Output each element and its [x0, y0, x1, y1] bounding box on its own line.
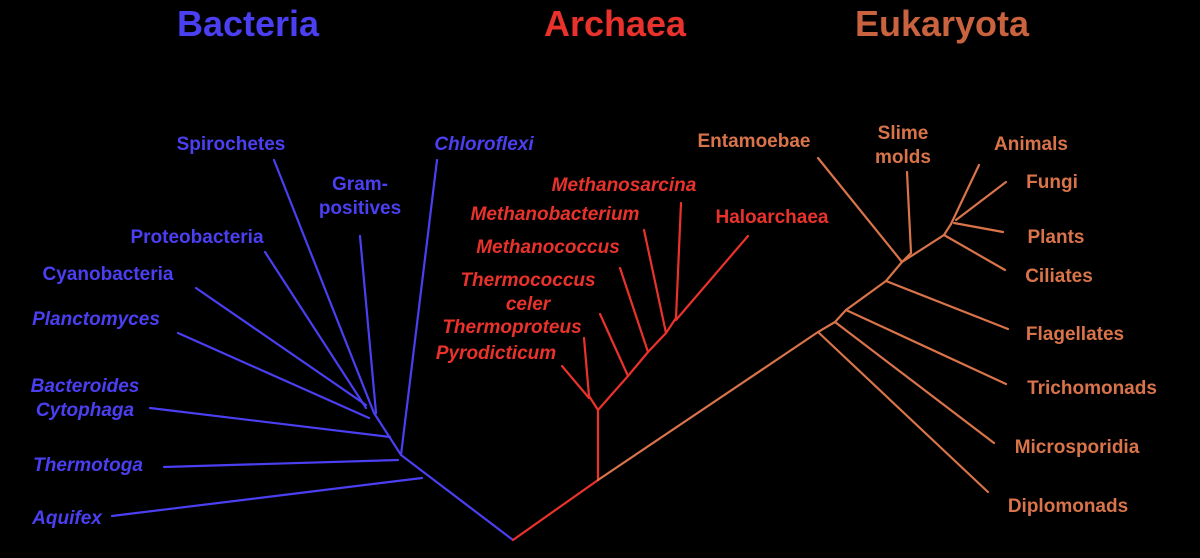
taxon-label-methanobacterium: Methanobacterium: [471, 204, 640, 225]
taxon-label-line: celer: [506, 294, 552, 315]
branch-methanosarcina: [674, 201, 683, 320]
taxon-label-line: Bacteroides: [31, 376, 140, 397]
branch-ciliates: [942, 233, 1007, 272]
branch-haloarchaea: [674, 234, 750, 322]
taxon-label-line: Methanococcus: [476, 237, 620, 258]
taxon-label-line: Gram-: [332, 174, 388, 195]
branch-methanobacterium: [642, 228, 668, 335]
branch-spirochetes: [272, 158, 376, 415]
taxon-label-line: Methanobacterium: [471, 204, 640, 225]
taxon-label-line: Entamoebae: [698, 131, 811, 152]
taxon-label-slime-molds: Slime molds: [875, 123, 931, 168]
taxon-label-haloarchaea: Haloarchaea: [715, 207, 828, 228]
taxon-label-diplomonads: Diplomonads: [1008, 496, 1128, 517]
branch-proteobacteria: [263, 250, 368, 410]
taxon-label-line: molds: [875, 147, 931, 168]
taxon-label-methanosarcina: Methanosarcina: [552, 175, 697, 196]
taxon-label-gram-positives: Gram-positives: [319, 174, 401, 219]
taxon-label-pyrodicticum: Pyrodicticum: [436, 343, 556, 364]
archaea-stem-branch: [511, 408, 600, 542]
archaea-upper-backbone-branch: [596, 316, 678, 412]
taxon-label-line: Chloroflexi: [434, 134, 534, 155]
taxon-label-line: Diplomonads: [1008, 496, 1128, 517]
branch-planctomyces: [176, 331, 371, 420]
branch-entamoebae: [816, 156, 904, 264]
taxon-label-trichomonads: Trichomonads: [1027, 378, 1157, 399]
branch-cyanobacteria: [194, 286, 368, 407]
taxon-label-thermotoga: Thermotoga: [33, 455, 143, 476]
taxon-label-line: Pyrodicticum: [436, 343, 556, 364]
branch-trichomonads: [844, 308, 1008, 386]
bacteria-backbone-branch: [372, 411, 515, 542]
taxon-label-entamoebae: Entamoebae: [698, 131, 811, 152]
branch-thermococcus-celer: [598, 312, 630, 378]
taxon-label-fungi: Fungi: [1026, 172, 1078, 193]
taxon-label-aquifex: Aquifex: [31, 508, 103, 529]
taxon-label-planctomyces: Planctomyces: [32, 309, 160, 330]
taxon-label-microsporidia: Microsporidia: [1015, 437, 1140, 458]
branch-thermotoga: [162, 458, 400, 469]
taxon-label-line: Spirochetes: [177, 134, 286, 155]
branch-animals: [949, 163, 981, 226]
branch-diplomonads: [816, 330, 990, 494]
taxon-label-line: Microsporidia: [1015, 437, 1140, 458]
archaea-lower-node-branch: [587, 394, 600, 412]
taxon-label-line: Plants: [1027, 227, 1084, 248]
taxon-label-proteobacteria: Proteobacteria: [130, 227, 263, 248]
eukaryota-slime-node-branch: [900, 251, 913, 264]
eukaryota-backbone-branch: [596, 222, 953, 482]
taxon-label-line: Ciliates: [1025, 266, 1093, 287]
branch-methanococcus: [618, 266, 650, 354]
branch-flagellates: [884, 279, 1010, 331]
taxon-label-cyanobacteria: Cyanobacteria: [43, 264, 174, 285]
taxon-label-line: positives: [319, 198, 401, 219]
branch-chloroflexi: [399, 158, 439, 457]
taxon-label-line: Animals: [994, 134, 1068, 155]
taxon-label-flagellates: Flagellates: [1026, 324, 1124, 345]
taxon-label-line: Thermotoga: [33, 455, 143, 476]
taxon-label-ciliates: Ciliates: [1025, 266, 1093, 287]
taxon-label-thermoproteus: Thermoproteus: [442, 317, 581, 338]
taxon-label-plants: Plants: [1027, 227, 1084, 248]
taxon-label-line: Haloarchaea: [715, 207, 828, 228]
taxon-label-line: Trichomonads: [1027, 378, 1157, 399]
domain-title-bacteria: Bacteria: [177, 3, 320, 44]
domain-titles: Bacteria Archaea Eukaryota: [177, 3, 1030, 44]
domain-title-eukaryota: Eukaryota: [855, 3, 1030, 44]
taxon-label-line: Cytophaga: [36, 400, 135, 421]
branch-plants: [952, 221, 1005, 234]
taxon-label-thermococcus-celer: Thermococcus celer: [460, 270, 595, 315]
taxon-label-spirochetes: Spirochetes: [177, 134, 286, 155]
taxon-label-line: Proteobacteria: [130, 227, 263, 248]
taxon-label-line: Flagellates: [1026, 324, 1124, 345]
taxon-label-line: Thermoproteus: [442, 317, 581, 338]
taxon-label-line: Slime: [878, 123, 929, 144]
taxon-label-line: Methanosarcina: [552, 175, 697, 196]
branch-bacteroides-cytophaga: [148, 406, 392, 439]
tree-branches: [110, 156, 1010, 542]
domain-title-archaea: Archaea: [544, 3, 687, 44]
taxon-label-methanococcus: Methanococcus: [476, 237, 620, 258]
branch-fungi: [954, 180, 1008, 222]
branch-gram-positives: [358, 234, 378, 415]
taxon-label-line: Aquifex: [31, 508, 103, 529]
taxon-label-line: Fungi: [1026, 172, 1078, 193]
branch-aquifex: [110, 476, 424, 518]
branch-thermoproteus: [582, 336, 591, 398]
taxon-label-animals: Animals: [994, 134, 1068, 155]
taxon-label-line: Thermococcus: [460, 270, 595, 291]
branch-microsporidia: [833, 320, 996, 445]
branch-pyrodicticum: [560, 364, 591, 400]
branch-slime-molds: [905, 170, 913, 255]
taxon-label-line: Cyanobacteria: [43, 264, 174, 285]
taxon-label-line: Planctomyces: [32, 309, 160, 330]
taxon-label-chloroflexi: Chloroflexi: [434, 134, 534, 155]
